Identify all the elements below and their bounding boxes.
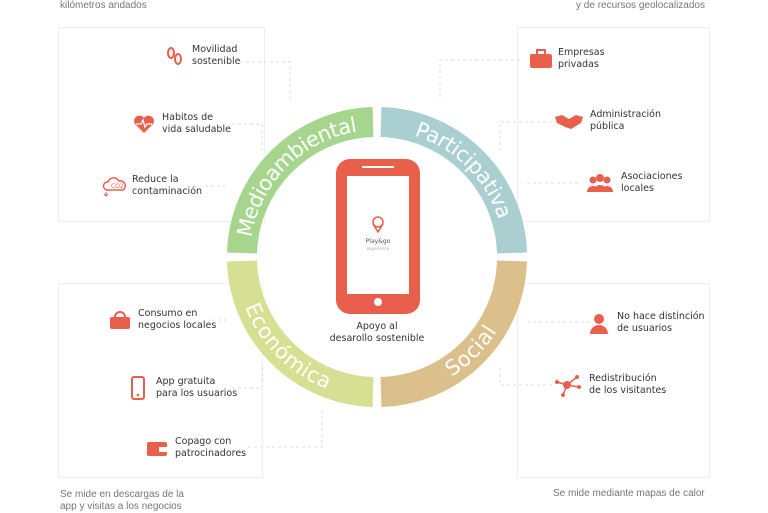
segment-participativa	[380, 107, 527, 254]
panel-top-right	[517, 27, 710, 222]
item-line: contaminación	[132, 186, 203, 197]
svg-text:experience: experience	[367, 246, 390, 251]
briefcase-icon	[528, 47, 552, 71]
segment-medioambiental	[227, 107, 374, 254]
panel-top-left	[58, 27, 265, 222]
group-icon	[585, 171, 615, 195]
center-label-line: desarollo sostenible	[329, 333, 425, 344]
item-line: pública	[590, 121, 625, 132]
footprints-icon	[162, 44, 186, 68]
panel-bottom-right	[517, 283, 710, 478]
user-icon	[587, 311, 611, 335]
handshake-icon	[554, 109, 584, 133]
label-participativa: Participativa	[412, 118, 516, 222]
item-line: de los visitantes	[589, 385, 667, 396]
item-line: Reduce la	[132, 174, 179, 185]
note-line: app y visitas a los negocios	[60, 501, 182, 512]
item-line: patrocinadores	[175, 448, 247, 459]
item-line: Consumo en	[138, 308, 198, 319]
segment-economica	[227, 260, 374, 407]
note-line: Se mide en descargas de la	[60, 489, 184, 500]
item-line: sostenible	[192, 56, 241, 67]
item-line: App gratuita	[156, 376, 216, 387]
item-line: Habitos de	[162, 112, 214, 123]
phone-icon: Play&go experience	[336, 159, 420, 314]
item-line: Asociaciones	[621, 171, 683, 182]
note-bottom-right: Se mide mediante mapas de calor	[553, 488, 705, 499]
note-top-right: y de recursos geolocalizados	[576, 0, 705, 11]
item-line: privadas	[558, 59, 599, 70]
label-economica: Económica	[240, 299, 334, 394]
item-line: No hace distinción	[617, 311, 705, 322]
svg-text:CO2: CO2	[111, 183, 124, 190]
item-line: para los usuarios	[156, 388, 238, 399]
segment-social	[380, 260, 527, 407]
item-line: de usuarios	[617, 323, 673, 334]
heartbeat-icon	[132, 112, 156, 136]
item-line: negocios locales	[138, 320, 217, 331]
smartphone-icon	[126, 376, 150, 400]
shopping-bag-icon	[108, 308, 132, 332]
item-line: Redistribución	[589, 373, 657, 384]
item-line: Administración	[590, 109, 662, 120]
network-icon	[553, 373, 583, 397]
item-line: Movilidad	[192, 44, 238, 55]
center-label-line: Apoyo al	[356, 321, 398, 332]
note-top-left: kilómetros andados	[60, 0, 147, 11]
item-line: locales	[621, 183, 654, 194]
item-line: Copago con	[175, 436, 232, 447]
wallet-icon	[145, 436, 169, 460]
svg-text:Play&go: Play&go	[366, 238, 391, 245]
co2-cloud-icon: CO2	[102, 174, 126, 198]
item-line: Empresas	[558, 47, 605, 58]
item-line: vida saludable	[162, 124, 231, 135]
